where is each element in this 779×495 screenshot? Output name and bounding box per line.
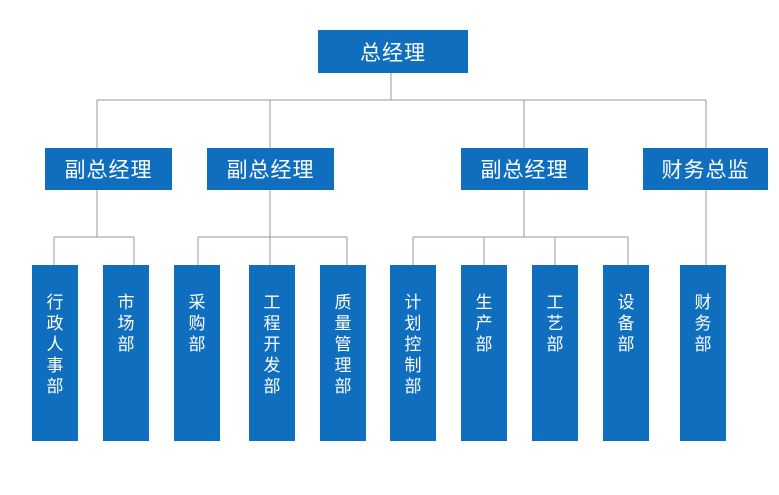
dept-box-engineering: 工程开发部 (249, 265, 295, 441)
dept-box-process: 工艺部 (532, 265, 578, 441)
dept-label: 工艺部 (546, 293, 564, 355)
dept-label: 生产部 (475, 293, 493, 355)
dept-box-admin-hr: 行政人事部 (32, 265, 78, 441)
dept-label: 质量管理部 (334, 293, 352, 397)
level2-box-vice-gm-3: 副总经理 (461, 148, 588, 190)
dept-label: 行政人事部 (46, 293, 64, 397)
dept-box-quality: 质量管理部 (320, 265, 366, 441)
dept-box-production: 生产部 (461, 265, 507, 441)
dept-label: 市场部 (117, 293, 135, 355)
dept-box-procurement: 采购部 (174, 265, 220, 441)
root-label: 总经理 (360, 40, 426, 65)
level2-label: 财务总监 (661, 158, 750, 182)
dept-box-planning: 计划控制部 (390, 265, 436, 441)
dept-label: 财务部 (694, 293, 712, 355)
level2-box-finance-director: 财务总监 (643, 148, 768, 190)
level2-label: 副总经理 (226, 158, 315, 182)
dept-box-marketing: 市场部 (103, 265, 149, 441)
dept-label: 工程开发部 (263, 293, 281, 397)
dept-box-equipment: 设备部 (603, 265, 649, 441)
dept-label: 设备部 (617, 293, 635, 355)
root-box: 总经理 (318, 30, 468, 73)
dept-label: 采购部 (188, 293, 206, 355)
level2-box-vice-gm-2: 副总经理 (207, 148, 334, 190)
level2-label: 副总经理 (64, 158, 153, 182)
level2-label: 副总经理 (480, 158, 569, 182)
dept-box-finance: 财务部 (680, 265, 726, 441)
dept-label: 计划控制部 (404, 293, 422, 397)
level2-box-vice-gm-1: 副总经理 (45, 148, 172, 190)
